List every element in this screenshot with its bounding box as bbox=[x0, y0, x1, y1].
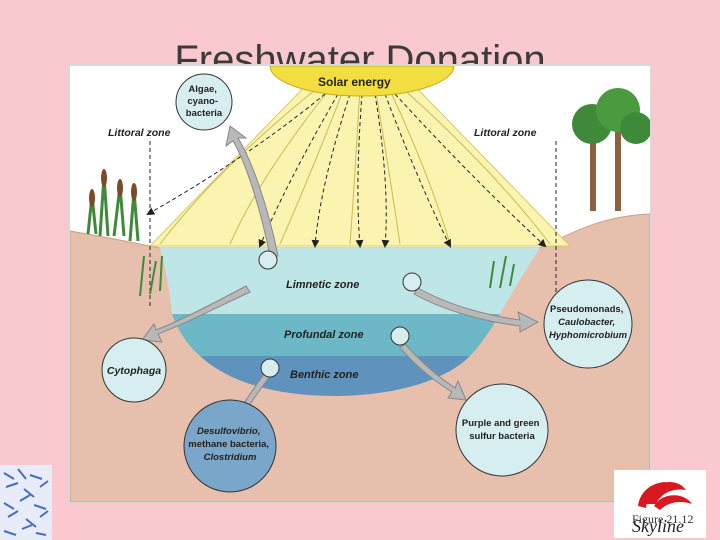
bubble-limnetic-right bbox=[402, 272, 422, 292]
bubble-limnetic-left bbox=[258, 250, 278, 270]
sun-label: Solar energy bbox=[318, 75, 391, 89]
desulfovibrio-bubble bbox=[183, 399, 277, 493]
profundal-zone-water bbox=[172, 314, 500, 356]
right-vegetation bbox=[489, 88, 650, 289]
algae-label: Algae, cyano- bacteria bbox=[186, 84, 223, 119]
freshwater-zone-diagram: Solar energy Littoral zone Littoral zone bbox=[68, 64, 652, 504]
pseudomonads-bubble bbox=[543, 279, 633, 369]
cytophaga-label: Cytophaga bbox=[107, 365, 161, 377]
cytophaga-bubble bbox=[101, 337, 167, 403]
desulfovibrio-label: Desulfovibrio, methane bacteria, Clostri… bbox=[188, 426, 271, 463]
littoral-right-label: Littoral zone bbox=[474, 127, 537, 139]
limnetic-zone-water bbox=[160, 248, 540, 314]
bubble-benthic bbox=[260, 358, 280, 378]
brand-name: Skyline bbox=[632, 516, 684, 536]
pseudomonads-label: Pseudomonads, Caulobacter, Hyphomicrobiu… bbox=[549, 304, 628, 341]
algae-bubble bbox=[175, 73, 233, 131]
sulfur-bacteria-label: Purple and green sulfur bacteria bbox=[462, 418, 542, 442]
sulfur-bacteria-bubble bbox=[455, 383, 549, 477]
brand-logo: Skyline bbox=[614, 470, 706, 538]
figure-reference: Figure 21.12 bbox=[632, 512, 694, 526]
bubble-profundal bbox=[390, 326, 410, 346]
benthic-zone-label: Benthic zone bbox=[290, 369, 358, 381]
sun-ray-lines bbox=[159, 85, 551, 245]
left-vegetation bbox=[86, 169, 163, 297]
profundal-zone-label: Profundal zone bbox=[284, 329, 363, 341]
littoral-left-label: Littoral zone bbox=[108, 127, 171, 139]
micrograph-decoration bbox=[0, 465, 52, 540]
limnetic-zone-label: Limnetic zone bbox=[286, 279, 359, 291]
diagram-canvas: Solar energy Littoral zone Littoral zone bbox=[70, 66, 650, 502]
sun-shape bbox=[269, 66, 455, 97]
